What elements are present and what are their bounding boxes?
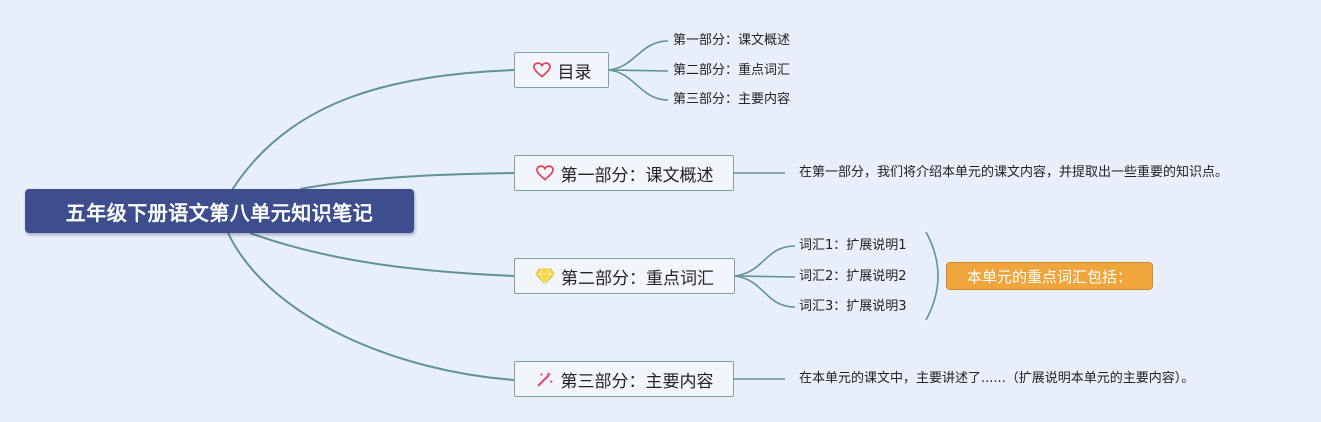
connector-root-overview — [299, 172, 516, 190]
overview-text[interactable]: 在第一部分，我们将介绍本单元的课文内容，并提取出一些重要的知识点。 — [799, 165, 1229, 180]
heart-icon — [535, 163, 555, 183]
branch-vocab[interactable]: 第二部分：重点词汇 — [514, 258, 735, 294]
connector-root-content — [227, 232, 516, 381]
vocab-item[interactable]: 词汇2：扩展说明2 — [799, 269, 907, 284]
connector-root-vocab — [249, 232, 516, 277]
connector-root-toc — [231, 69, 516, 191]
detail-connectors — [733, 172, 785, 380]
toc-connectors — [607, 40, 669, 101]
root-topic[interactable]: 五年级下册语文第八单元知识笔记 — [25, 189, 414, 233]
heart-icon — [532, 60, 552, 80]
vocab-item[interactable]: 词汇1：扩展说明1 — [799, 238, 907, 253]
vocab-summary[interactable]: 本单元的重点词汇包括： — [946, 262, 1153, 290]
branch-overview[interactable]: 第一部分：课文概述 — [514, 155, 734, 191]
branch-content-label: 第三部分：主要内容 — [560, 371, 714, 392]
diamond-icon — [535, 266, 555, 286]
content-text[interactable]: 在本单元的课文中，主要讲述了......（扩展说明本单元的主要内容）。 — [799, 371, 1195, 386]
vocab-item[interactable]: 词汇3：扩展说明3 — [799, 299, 907, 314]
root-connectors — [227, 69, 516, 381]
branch-vocab-label: 第二部分：重点词汇 — [561, 268, 714, 289]
branch-toc-label: 目录 — [557, 62, 592, 83]
branch-toc[interactable]: 目录 — [514, 52, 609, 88]
toc-item[interactable]: 第二部分：重点词汇 — [673, 63, 791, 78]
toc-item[interactable]: 第三部分：主要内容 — [673, 92, 791, 107]
toc-item[interactable]: 第一部分：课文概述 — [673, 33, 791, 48]
vocab-connectors — [734, 245, 796, 308]
branch-content[interactable]: 第三部分：主要内容 — [514, 361, 734, 397]
magic-wand-icon — [535, 369, 555, 389]
summary-bracket — [925, 231, 939, 321]
branch-overview-label: 第一部分：课文概述 — [560, 165, 714, 186]
